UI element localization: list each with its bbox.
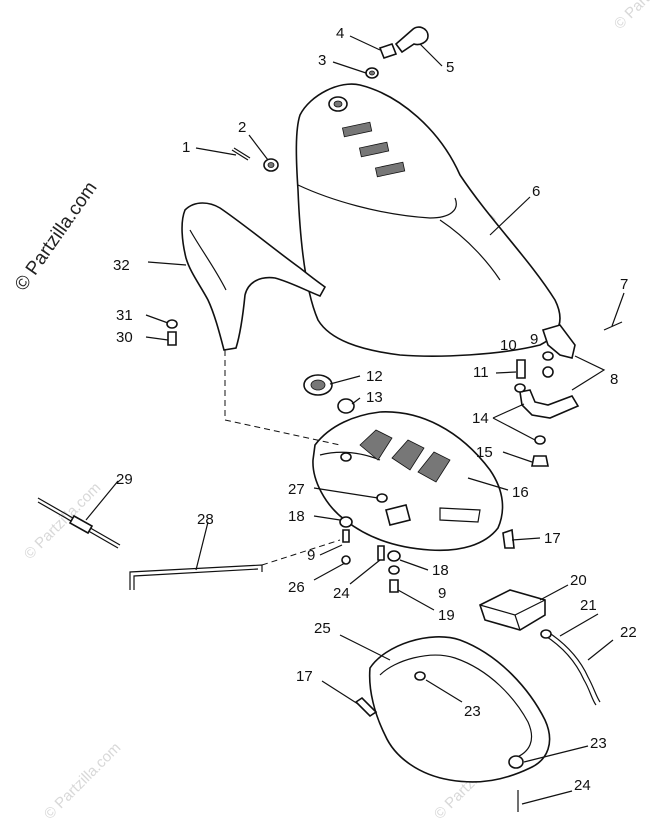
callout-4: 4 bbox=[336, 25, 344, 42]
callout-30: 30 bbox=[116, 329, 133, 346]
callout-9c: 9 bbox=[438, 585, 446, 602]
callout-labels: 1 2 3 4 5 6 7 8 9 9 9 10 11 12 13 14 15 … bbox=[113, 25, 637, 794]
strap-part bbox=[540, 629, 601, 706]
callout-23b: 23 bbox=[590, 735, 607, 752]
callout-27: 27 bbox=[288, 481, 305, 498]
watermark-faint-5: © Partzilla.com bbox=[611, 0, 668, 33]
lower-tray bbox=[354, 636, 551, 783]
storage-pan-top bbox=[312, 411, 504, 552]
cable-part bbox=[37, 497, 121, 549]
callout-11: 11 bbox=[473, 364, 489, 381]
callout-31: 31 bbox=[116, 307, 133, 324]
spout-and-cap bbox=[303, 374, 355, 414]
callout-3: 3 bbox=[318, 52, 326, 69]
callout-24b: 24 bbox=[574, 777, 591, 794]
watermark-main: © Partzilla.com bbox=[11, 178, 102, 295]
callout-22: 22 bbox=[620, 624, 637, 641]
callout-8: 8 bbox=[610, 371, 618, 388]
callout-7: 7 bbox=[620, 276, 628, 293]
pan-fasteners bbox=[339, 493, 515, 593]
callout-18a: 18 bbox=[288, 508, 305, 525]
callout-25: 25 bbox=[314, 620, 331, 637]
watermark-faint-4: © Partzilla.com bbox=[41, 739, 124, 822]
callout-18b: 18 bbox=[432, 562, 449, 579]
callout-28: 28 bbox=[197, 511, 214, 528]
bolt-30-31 bbox=[166, 319, 178, 346]
leader-lines bbox=[85, 35, 625, 812]
seat-part bbox=[295, 83, 561, 357]
callout-16: 16 bbox=[512, 484, 529, 501]
callout-5: 5 bbox=[446, 59, 454, 76]
callout-21: 21 bbox=[580, 597, 597, 614]
watermark-faint-2: © Partzilla.com bbox=[21, 479, 104, 562]
callout-9a: 9 bbox=[530, 331, 538, 348]
callout-24a: 24 bbox=[333, 585, 350, 602]
callout-6: 6 bbox=[532, 183, 540, 200]
knob-assembly bbox=[365, 26, 429, 79]
rear-bracket bbox=[514, 321, 623, 467]
callout-17a: 17 bbox=[544, 530, 561, 547]
callout-1: 1 bbox=[182, 139, 190, 156]
callout-26: 26 bbox=[288, 579, 305, 596]
callout-32: 32 bbox=[113, 257, 130, 274]
callout-9b: 9 bbox=[307, 547, 315, 564]
callout-17b: 17 bbox=[296, 668, 313, 685]
callout-2: 2 bbox=[238, 119, 246, 136]
callout-13: 13 bbox=[366, 389, 383, 406]
callout-29: 29 bbox=[116, 471, 133, 488]
pin-and-washer bbox=[231, 147, 279, 172]
callout-14: 14 bbox=[472, 410, 489, 427]
callout-12: 12 bbox=[366, 368, 383, 385]
callout-20: 20 bbox=[570, 572, 587, 589]
callout-23a: 23 bbox=[464, 703, 481, 720]
box-part bbox=[479, 589, 546, 631]
callout-10: 10 bbox=[500, 337, 517, 354]
callout-15: 15 bbox=[476, 444, 493, 461]
callout-19: 19 bbox=[438, 607, 455, 624]
front-bracket bbox=[181, 202, 327, 351]
